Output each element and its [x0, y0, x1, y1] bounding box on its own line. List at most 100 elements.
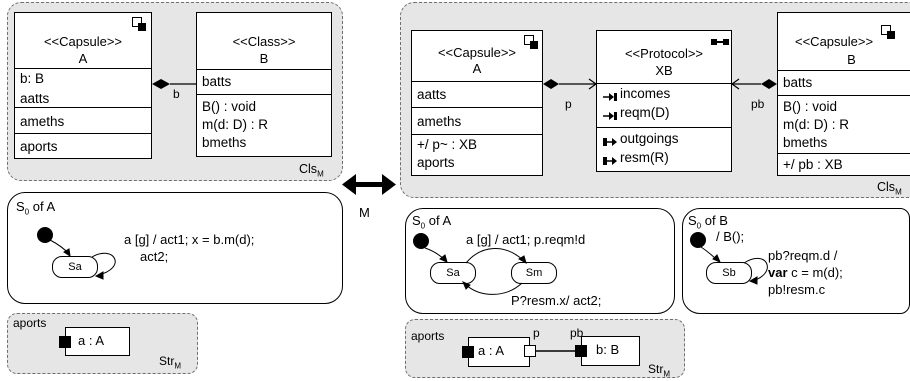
- class-b-ops-row: [197, 94, 331, 157]
- class-b-op-m: m(d: D) : R: [202, 117, 268, 132]
- right-str-part-b-label: b: B: [596, 342, 620, 357]
- right-str-label: StrM: [648, 362, 671, 379]
- right-capsule-b: <<Capsule>> B batts B() : void m(d: D) :…: [777, 12, 910, 176]
- left-initial-transition: [49, 239, 71, 258]
- right-str-aports-label: aports: [411, 329, 445, 343]
- right-sm-a-title: S0 of A: [412, 213, 452, 231]
- protocol-icon: [711, 38, 729, 46]
- right-capsule-a-port-attr: +/ p~ : XB: [417, 137, 478, 152]
- capsule-a-aatts: aatts: [20, 91, 50, 106]
- right-capsule-a-ameths: ameths: [417, 114, 462, 129]
- right-sm-a-initial-pseudostate: [413, 233, 429, 249]
- right-sm-a-transition-sm-sa: [462, 281, 523, 295]
- capsule-a-stereotype: <<Capsule>>: [43, 34, 123, 49]
- left-sm-transition-line1: a [g] / act1; x = b.m(d);: [124, 232, 255, 247]
- right-sm-b-initial-pseudostate: [690, 232, 706, 248]
- protocol-xb-outgoing-row: [597, 127, 731, 172]
- capsule-a-attrs: [15, 68, 151, 118]
- class-b-stereotype: <<Class>>: [232, 34, 296, 49]
- capsule-a-aports: aports: [20, 139, 58, 154]
- right-sm-a-transition-sa-sm: [465, 248, 527, 265]
- left-capsule-a: <<Capsule>> A b: B aatts ameths aports: [14, 12, 152, 159]
- right-capsule-a-ports-row: [412, 134, 542, 176]
- right-sm-b-line3: pb!resm.c: [768, 282, 826, 297]
- right-capsule-a-stereotype: <<Capsule>>: [437, 45, 517, 60]
- right-state-sb: Sb: [706, 262, 752, 284]
- class-b-op-constructor: B() : void: [202, 99, 257, 114]
- capsule-icon: [881, 25, 895, 39]
- left-cls-label: ClsM: [299, 162, 324, 179]
- left-assoc-role-b: b: [173, 87, 180, 101]
- right-capsule-b-batts: batts: [783, 75, 813, 90]
- outgoing-signal-icon: [603, 153, 618, 165]
- mapping-label: M: [359, 205, 370, 220]
- right-capsule-b-op-constructor: B() : void: [783, 99, 838, 114]
- right-str-port-p-label: p: [533, 326, 540, 340]
- right-capsule-b-attrs-row: [778, 70, 910, 96]
- right-capsule-a-attrs-row: [412, 81, 542, 107]
- class-b-attrs-row: [197, 69, 331, 95]
- right-association-b-xb: [730, 78, 777, 90]
- mapping-double-arrow: [342, 174, 396, 195]
- right-association-a-xb: [543, 78, 598, 90]
- capsule-icon: [132, 17, 146, 31]
- right-sm-b-title: S0 of B: [688, 213, 728, 231]
- class-b-name: B: [259, 51, 269, 66]
- protocol-xb-name: XB: [655, 63, 673, 78]
- left-str-aports-label: aports: [13, 316, 47, 330]
- class-b-bmeths: bmeths: [202, 135, 247, 150]
- left-str-label: StrM: [159, 354, 182, 371]
- right-sm-a-trans2: P?resm.x/ act2;: [511, 293, 602, 308]
- right-str-part-a: [468, 337, 530, 367]
- outgoing-signal-icon: [603, 134, 618, 146]
- right-sm-b-self-transition: [743, 257, 768, 285]
- right-capsule-b-name: B: [847, 52, 856, 67]
- right-capsule-a-aports: aports: [417, 155, 455, 170]
- capsule-a-ameths: ameths: [20, 114, 65, 129]
- right-sm-b-initial-transition: [700, 246, 721, 263]
- right-sm-b-init-label: / B();: [716, 229, 745, 244]
- protocol-xb-incoming-row: [597, 83, 731, 127]
- right-role-p: p: [565, 97, 572, 111]
- incoming-signal-icon: [603, 89, 618, 101]
- right-str-port-pb-label: pb: [570, 326, 584, 340]
- left-str-port-pin: [59, 336, 71, 348]
- right-capsule-b-port-attr: +/ pb : XB: [783, 157, 843, 172]
- right-str-aports-pin: [462, 346, 474, 358]
- protocol-xb-outgoings: outgoings: [620, 131, 679, 146]
- right-sm-b-line2: var c = m(d);: [768, 265, 843, 280]
- right-state-machine-a: [405, 208, 675, 314]
- protocol-xb-reqm: reqm(D): [620, 105, 670, 120]
- right-sm-a-initial-transition: [424, 247, 448, 263]
- right-state-sm: Sm: [511, 262, 557, 284]
- left-sm-transition-line2: act2;: [140, 249, 169, 264]
- right-capsule-b-stereotype: <<Capsule>>: [795, 34, 874, 49]
- right-cls-label: ClsM: [877, 180, 902, 197]
- left-str-part-a-label: a : A: [78, 333, 105, 348]
- capsule-icon: [524, 35, 538, 49]
- left-sm-title: S0 of A: [16, 199, 56, 217]
- left-initial-pseudostate: [37, 227, 53, 243]
- right-capsule-a-name: A: [472, 61, 482, 76]
- capsule-a-ports-row: [15, 133, 151, 159]
- left-state-sa: Sa: [52, 256, 98, 278]
- left-composition-association: [152, 79, 196, 89]
- protocol-xb-resm: resm(R): [620, 150, 669, 165]
- right-capsule-a: <<Capsule>> A aatts ameths +/ p~ : XB ap…: [411, 30, 543, 176]
- right-str-part-b: [581, 336, 640, 366]
- right-capsule-a-aatts: aatts: [417, 87, 447, 102]
- protocol-xb-incomes: incomes: [620, 86, 671, 101]
- right-str-port-p-pin: [524, 345, 536, 357]
- left-str-part-a: [65, 327, 130, 356]
- protocol-xb-stereotype: <<Protocol>>: [624, 46, 704, 61]
- right-str-part-a-label: a : A: [478, 343, 505, 358]
- left-self-transition: [91, 252, 116, 280]
- right-capsule-b-ports-row: [778, 153, 910, 177]
- right-capsule-b-bmeths: bmeths: [783, 135, 828, 150]
- right-capsule-b-op-m: m(d: D) : R: [783, 117, 849, 132]
- right-protocol-xb: <<Protocol>> XB incomes reqm(D) outgoing…: [596, 30, 732, 172]
- right-capsule-b-ops-row: [778, 95, 910, 154]
- right-sm-b-line1: pb?reqm.d /: [768, 248, 838, 263]
